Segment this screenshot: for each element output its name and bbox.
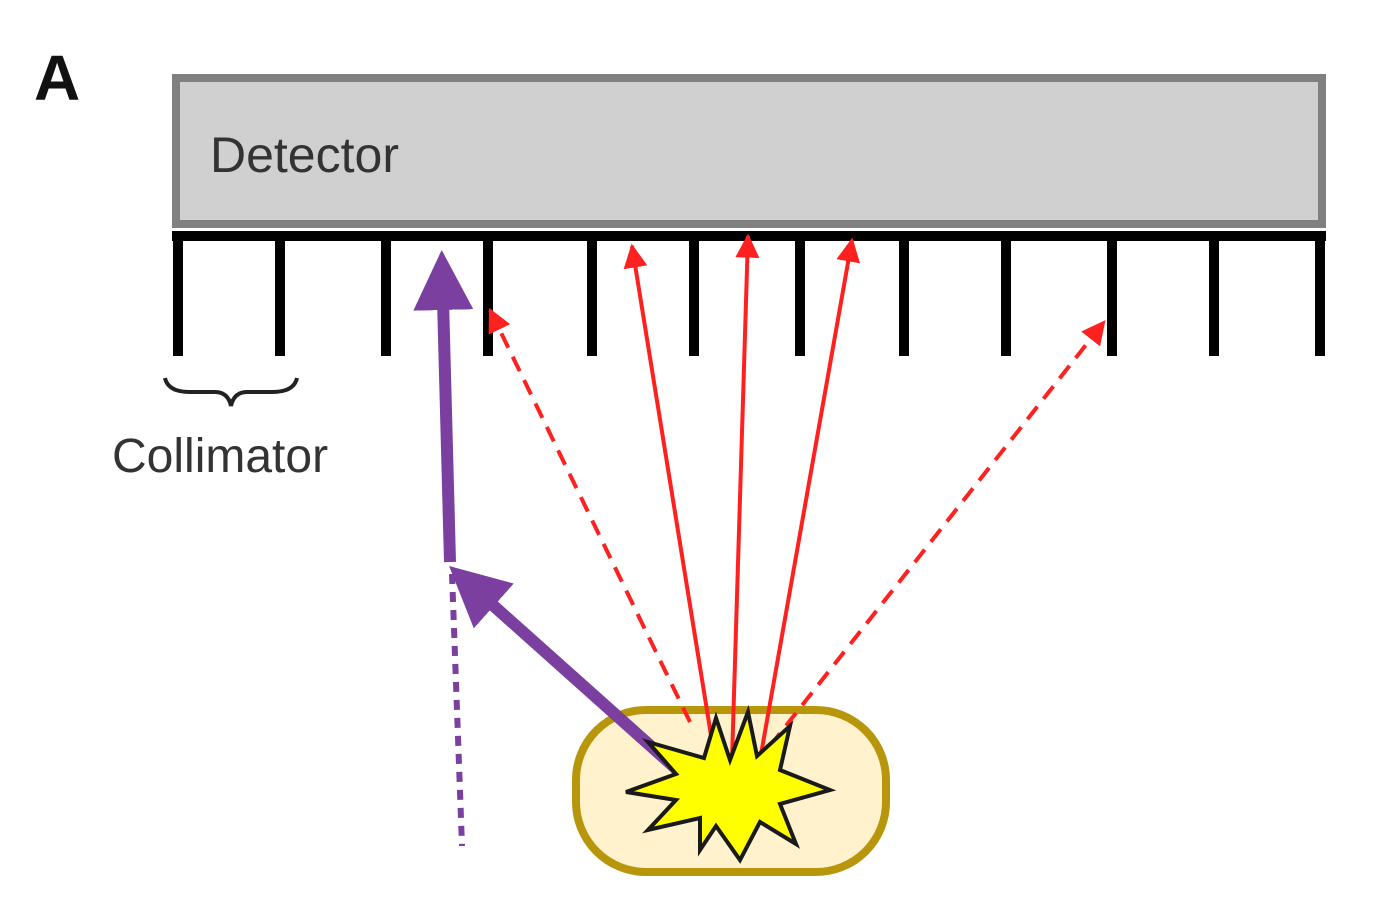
blocked-ray-right (768, 320, 1106, 748)
detector-label: Detector (210, 127, 399, 183)
blocked-ray-left (488, 307, 692, 723)
accepted-ray-left (623, 243, 717, 761)
detector: Detector (172, 74, 1326, 228)
accepted-rays (623, 233, 861, 761)
collimator-label: Collimator (112, 430, 328, 483)
collimator-brace (163, 377, 299, 407)
panel-label: A (34, 42, 80, 114)
detector-box (172, 74, 1326, 228)
blocked-rays (488, 307, 1106, 748)
accepted-ray-center (730, 233, 760, 761)
collimator (172, 231, 1326, 356)
scatter-original-direction (449, 573, 465, 847)
scatter-deflected-ray (413, 250, 474, 563)
accepted-ray-right (758, 237, 861, 761)
explosion-burst-icon (625, 704, 837, 864)
